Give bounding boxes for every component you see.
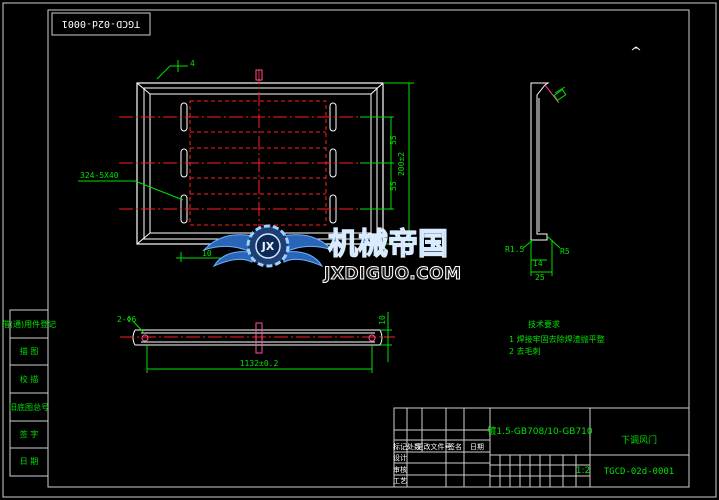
tech-requirements: 技术要求 1 焊接牢固去除焊渣抛平整 2 去毛刺: [509, 319, 605, 356]
sidebar-label-1: 描 图: [20, 346, 39, 356]
side-dim-14: 14: [533, 259, 543, 268]
title-row-review: 审核: [393, 465, 407, 474]
surface-finish-mark: [631, 46, 641, 51]
sidebar-label-4: 签 字: [20, 429, 39, 439]
tech-requirement-2: 2 去毛刺: [509, 346, 541, 356]
logo-monogram: JX: [261, 240, 275, 253]
length-total-dim: 1132±0.2: [240, 359, 279, 368]
title-block: [393, 407, 690, 488]
title-header-mark: 标记: [393, 442, 407, 451]
pitch-dim-1: 55: [389, 135, 398, 145]
title-scale: 1:2: [576, 466, 590, 476]
sidebar-label-0: 借(通)用件登记: [2, 319, 56, 329]
side-view: [530, 82, 567, 241]
title-header-docno: 更改文件号: [417, 442, 452, 451]
side-radius-2: R5: [560, 247, 570, 256]
sheet-border-inner: [47, 9, 690, 488]
thickness-dim: 10: [378, 315, 387, 325]
title-material: 镀1.5-GB708/10-GB710: [487, 425, 593, 437]
title-drawing-number: TGCD-02d-0001: [604, 467, 674, 477]
top-callout-label: 4: [190, 59, 195, 68]
side-dim-25: 25: [535, 273, 545, 282]
sidebar-label-3: 旧底图总号: [9, 402, 49, 412]
tech-requirements-title: 技术要求: [528, 319, 560, 329]
title-header-count: 处数: [407, 442, 421, 451]
title-part-name: 下调风门: [621, 434, 657, 446]
side-radius-1: R1.5: [505, 245, 524, 254]
hole-callout-label: 2-Φ6: [117, 315, 136, 324]
pitch-dim-2: 55: [389, 181, 398, 191]
sidebar-label-5: 日 期: [20, 457, 39, 466]
slot-callout-label: 324-5X40: [80, 171, 119, 180]
drawing-number-stamp-text: TGCD-02d-0001: [62, 18, 140, 29]
watermark-brand-en: JXDIGUO.COM: [323, 264, 462, 284]
bottom-width-dim: 10: [202, 249, 212, 258]
bottom-view: 2-Φ6 1132±0.2 10: [117, 312, 395, 373]
left-sidebar-table: 借(通)用件登记 描 图 校 描 旧底图总号 签 字 日 期: [2, 309, 56, 477]
title-header-date: 日期: [470, 443, 484, 451]
sidebar-label-2: 校 描: [20, 374, 39, 384]
watermark-logo: JX 机械帝国 JXDIGUO.COM: [202, 224, 462, 285]
drawing-number-stamp: TGCD-02d-0001: [51, 12, 151, 36]
title-row-design: 设计: [393, 453, 407, 462]
watermark-brand-cn: 机械帝国: [328, 227, 448, 262]
title-header-sign: 签名: [448, 442, 462, 451]
title-row-process: 工艺: [393, 477, 407, 485]
tech-requirement-1: 1 焊接牢固去除焊渣抛平整: [509, 334, 605, 344]
height-total-dim: 200±2: [397, 152, 406, 176]
